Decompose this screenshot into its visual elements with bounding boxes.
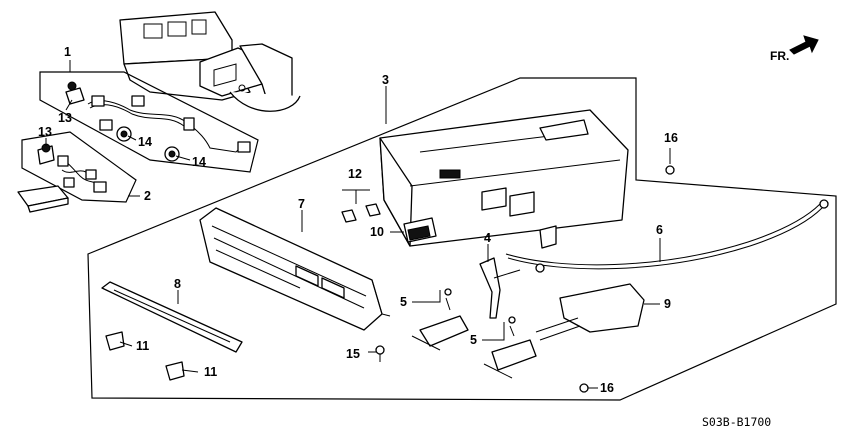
- face-plate: [101, 281, 243, 353]
- diagram-code: S03B-B1700: [702, 415, 771, 429]
- main-parts-frame: [87, 77, 837, 401]
- callout-5-lower: 5: [470, 333, 477, 347]
- callout-7: 7: [298, 197, 305, 211]
- bracket-4: [479, 257, 521, 319]
- knob-11-upper: [105, 331, 125, 351]
- callout-2: 2: [144, 189, 151, 203]
- switch-10: [403, 217, 437, 243]
- dashboard-console: [119, 11, 301, 112]
- callout-14-lower: 14: [192, 155, 206, 169]
- wire-harness-upper: [87, 95, 251, 162]
- wire-harness-lower: [57, 155, 107, 193]
- lever-assembly-lower: [483, 316, 537, 379]
- control-panel-bezel: [199, 207, 391, 331]
- screw-16-upper: [665, 165, 675, 175]
- callout-6: 6: [656, 223, 663, 237]
- bulb-pair: [341, 203, 381, 223]
- callout-13-lower: 13: [38, 125, 52, 139]
- callout-5-upper: 5: [400, 295, 407, 309]
- screw-16-lower: [579, 383, 589, 393]
- harness-frame-upper: [39, 71, 259, 173]
- lever-assembly-upper: [411, 288, 469, 351]
- callout-16-lower: 16: [600, 381, 614, 395]
- knob-11-lower: [165, 361, 185, 381]
- callout-14-upper: 14: [138, 135, 152, 149]
- callout-11-lower: 11: [204, 365, 217, 379]
- leader-lines: [45, 60, 671, 389]
- callout-1: 1: [64, 45, 71, 59]
- mode-actuator-9: [535, 283, 645, 341]
- control-cable: [505, 199, 829, 273]
- front-arrow-icon: [789, 35, 819, 55]
- harness-frame-lower: [21, 131, 137, 203]
- clip-13-lower: [37, 143, 55, 165]
- callout-8: 8: [174, 277, 181, 291]
- callout-12: 12: [348, 167, 362, 181]
- small-cover: [17, 185, 69, 213]
- callout-15: 15: [346, 347, 360, 361]
- screw-15: [375, 345, 385, 362]
- callout-13-upper: 13: [58, 111, 72, 125]
- callout-4: 4: [484, 231, 491, 245]
- front-label: FR.: [770, 49, 789, 63]
- heater-control-unit: [379, 109, 629, 249]
- callout-10: 10: [370, 225, 384, 239]
- callout-3: 3: [382, 73, 389, 87]
- callout-9: 9: [664, 297, 671, 311]
- front-direction-indicator: FR.: [770, 35, 819, 63]
- clip-13-upper: [65, 81, 85, 105]
- callout-16-upper: 16: [664, 131, 678, 145]
- callout-11-upper: 11: [136, 339, 149, 353]
